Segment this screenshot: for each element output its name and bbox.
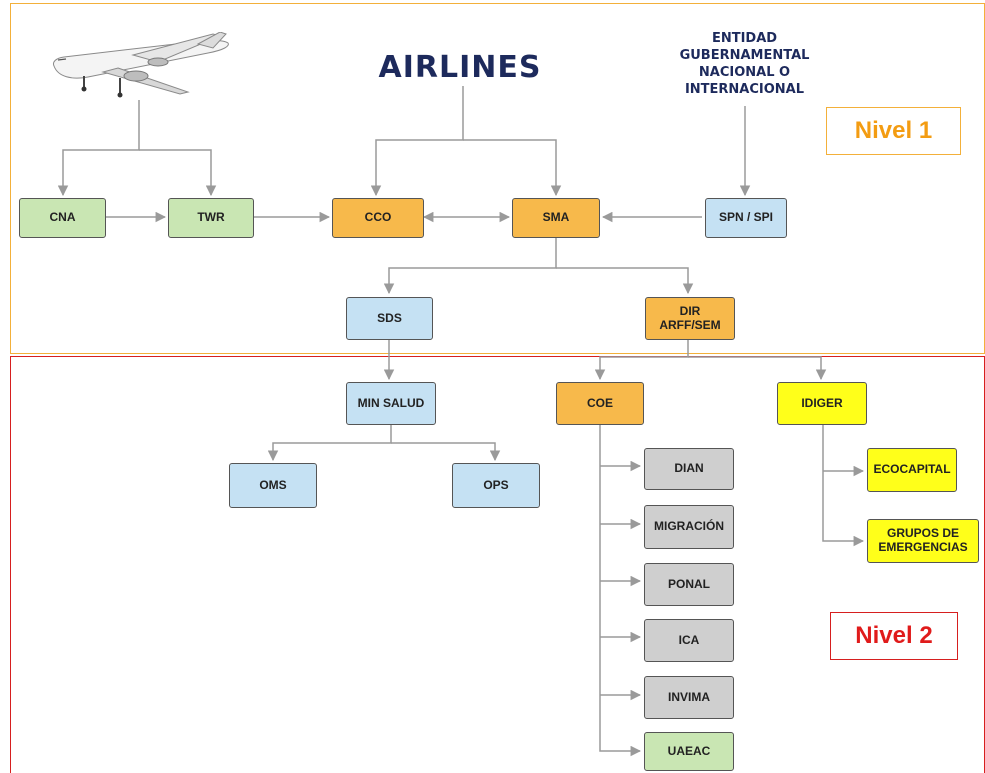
node-dir-arff-sem: DIR ARFF/SEM (645, 297, 735, 340)
node-migracion: MIGRACIÓN (644, 505, 734, 549)
node-cco: CCO (332, 198, 424, 238)
node-cna: CNA (19, 198, 106, 238)
node-uaeac: UAEAC (644, 732, 734, 771)
node-min-salud: MIN SALUD (346, 382, 436, 425)
node-invima: INVIMA (644, 676, 734, 719)
node-sma: SMA (512, 198, 600, 238)
node-ica: ICA (644, 619, 734, 662)
level-1-label: Nivel 1 (826, 107, 961, 155)
node-twr: TWR (168, 198, 254, 238)
node-oms: OMS (229, 463, 317, 508)
node-idiger: IDIGER (777, 382, 867, 425)
airplane-icon (53, 32, 229, 98)
level-2-label: Nivel 2 (830, 612, 958, 660)
government-entity-label: ENTIDAD GUBERNAMENTAL NACIONAL O INTERNA… (679, 31, 810, 97)
node-coe: COE (556, 382, 644, 425)
node-spn-spi: SPN / SPI (705, 198, 787, 238)
airlines-logo: AIRLINES (378, 50, 542, 85)
node-ops: OPS (452, 463, 540, 508)
node-grupos-de-emergencias: GRUPOS DE EMERGENCIAS (867, 519, 979, 563)
node-ponal: PONAL (644, 563, 734, 606)
node-ecocapital: ECOCAPITAL (867, 448, 957, 492)
node-sds: SDS (346, 297, 433, 340)
node-dian: DIAN (644, 448, 734, 490)
